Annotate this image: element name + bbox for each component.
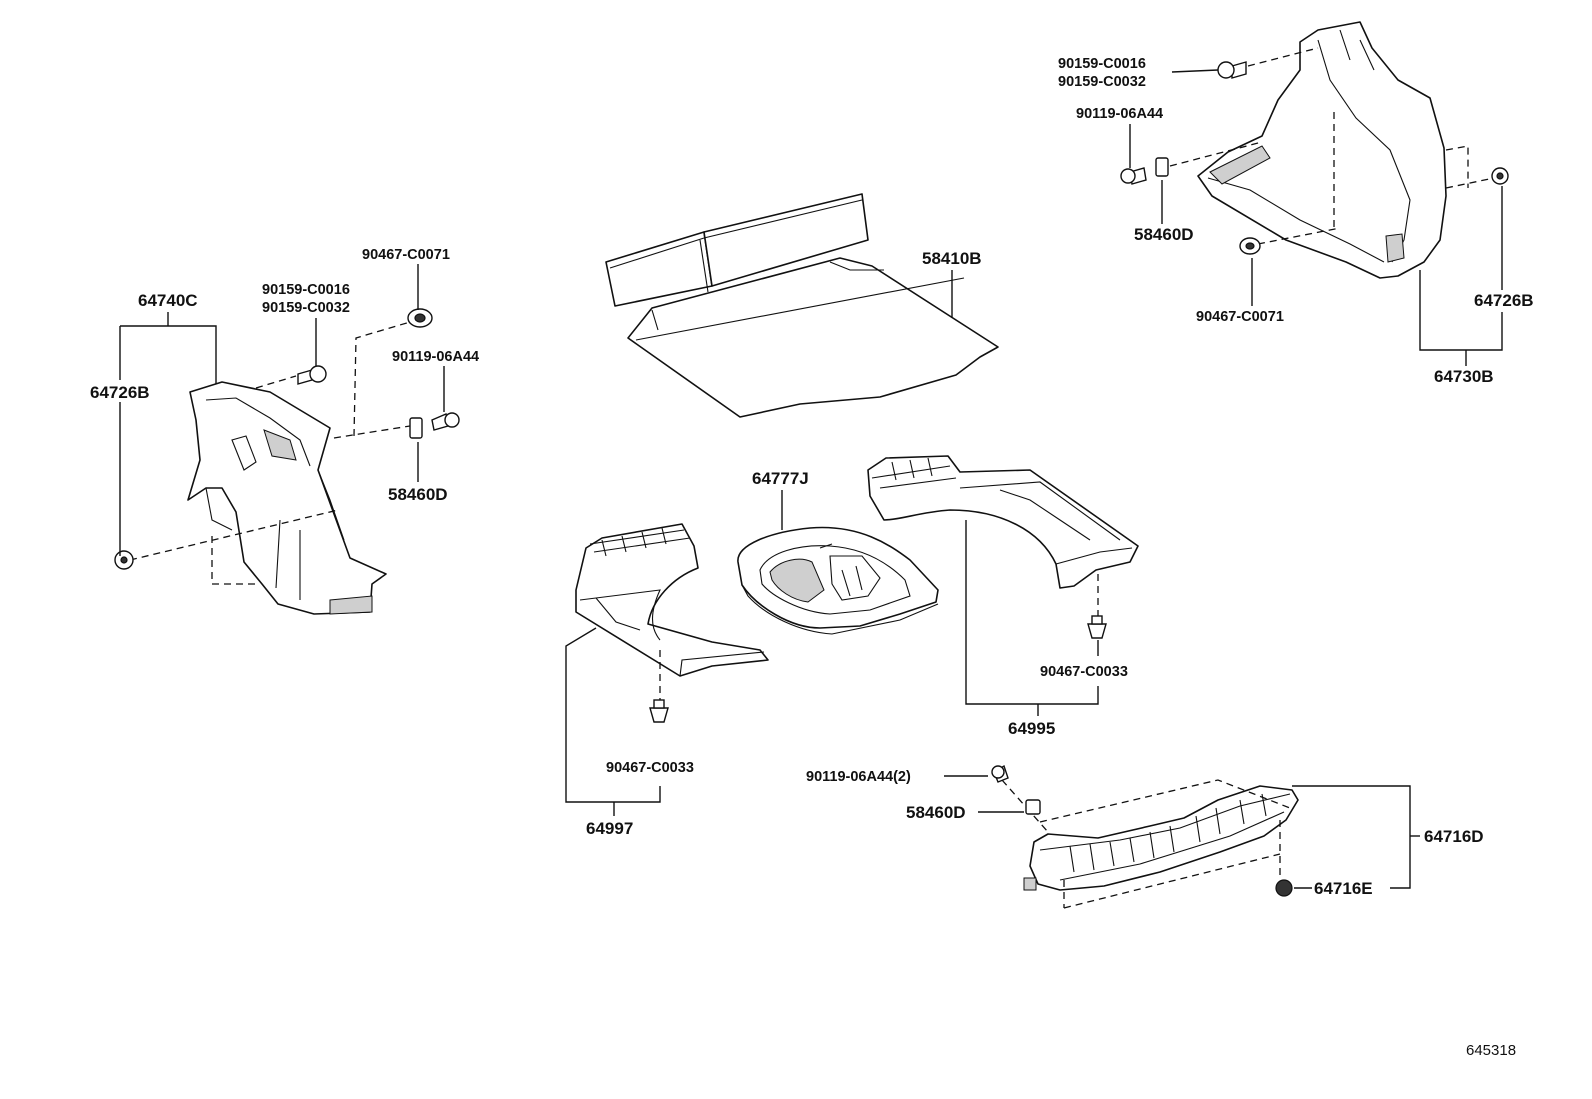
label-right-screw[interactable]: 90119-06A44 bbox=[1076, 106, 1163, 122]
label-left-trim-assy[interactable]: 64740C bbox=[138, 291, 198, 310]
label-sill-plate[interactable]: 64716D bbox=[1424, 827, 1484, 846]
label-left-box[interactable]: 64997 bbox=[586, 819, 633, 838]
left-clip-top-fastener[interactable] bbox=[407, 308, 433, 328]
rear-sill-scuff-plate-part[interactable] bbox=[1023, 785, 1299, 891]
right-clip-low-fastener[interactable] bbox=[1239, 237, 1261, 255]
right-clip-fastener[interactable] bbox=[1491, 167, 1509, 185]
spare-tire-tray-part[interactable] bbox=[737, 526, 939, 635]
label-right-trim-assy[interactable]: 64730B bbox=[1434, 367, 1494, 386]
label-left-bolt-a[interactable]: 90159-C0016 bbox=[262, 282, 350, 298]
label-right-box[interactable]: 64995 bbox=[1008, 719, 1055, 738]
left-quarter-trim-part[interactable] bbox=[187, 381, 387, 615]
label-left-clip-top[interactable]: 90467-C0071 bbox=[362, 247, 450, 263]
left-bolt-fastener[interactable] bbox=[297, 365, 327, 385]
label-left-box-clip[interactable]: 90467-C0033 bbox=[606, 760, 694, 776]
sill-clip-fastener[interactable] bbox=[1275, 879, 1293, 897]
label-right-nut[interactable]: 58460D bbox=[1134, 225, 1194, 244]
label-left-bolt-b[interactable]: 90159-C0032 bbox=[262, 300, 350, 316]
figure-code: 645318 bbox=[1466, 1042, 1516, 1059]
right-quarter-trim-part[interactable] bbox=[1197, 21, 1447, 279]
right-nut-fastener[interactable] bbox=[1155, 157, 1169, 177]
sill-nut-fastener[interactable] bbox=[1025, 799, 1041, 815]
right-floor-box-part[interactable] bbox=[867, 455, 1139, 589]
right-box-clip-fastener[interactable] bbox=[1087, 615, 1107, 639]
label-sill-clip[interactable]: 64716E bbox=[1314, 879, 1373, 898]
label-right-box-clip[interactable]: 90467-C0033 bbox=[1040, 664, 1128, 680]
label-left-nut[interactable]: 58460D bbox=[388, 485, 448, 504]
label-left-clip[interactable]: 64726B bbox=[90, 383, 150, 402]
left-floor-box-part[interactable] bbox=[575, 523, 769, 677]
right-bolt-fastener[interactable] bbox=[1217, 61, 1247, 79]
label-sill-screw[interactable]: 90119-06A44(2) bbox=[806, 769, 911, 785]
label-right-bolt-a[interactable]: 90159-C0016 bbox=[1058, 56, 1146, 72]
label-left-screw[interactable]: 90119-06A44 bbox=[392, 349, 479, 365]
label-right-bolt-b[interactable]: 90159-C0032 bbox=[1058, 74, 1146, 90]
right-screw-fastener[interactable] bbox=[1120, 167, 1147, 185]
left-box-clip-fastener[interactable] bbox=[649, 699, 669, 723]
left-clip-fastener[interactable] bbox=[114, 550, 134, 570]
sill-screw-fastener[interactable] bbox=[991, 764, 1009, 783]
label-spare-tray[interactable]: 64777J bbox=[752, 469, 809, 488]
label-right-clip[interactable]: 64726B bbox=[1474, 291, 1534, 310]
cargo-mat-part[interactable] bbox=[605, 193, 999, 418]
label-cargo-mat[interactable]: 58410B bbox=[922, 249, 982, 268]
assembly-dashed-lines bbox=[129, 47, 1495, 909]
leader-lines bbox=[119, 69, 1503, 889]
left-nut-fastener[interactable] bbox=[409, 417, 423, 439]
label-sill-nut[interactable]: 58460D bbox=[906, 803, 966, 822]
label-right-clip-low[interactable]: 90467-C0071 bbox=[1196, 309, 1284, 325]
left-screw-fastener[interactable] bbox=[431, 412, 460, 431]
part-labels: 58410B 64777J 64740C 64726B 90159-C0016 … bbox=[90, 56, 1534, 1059]
